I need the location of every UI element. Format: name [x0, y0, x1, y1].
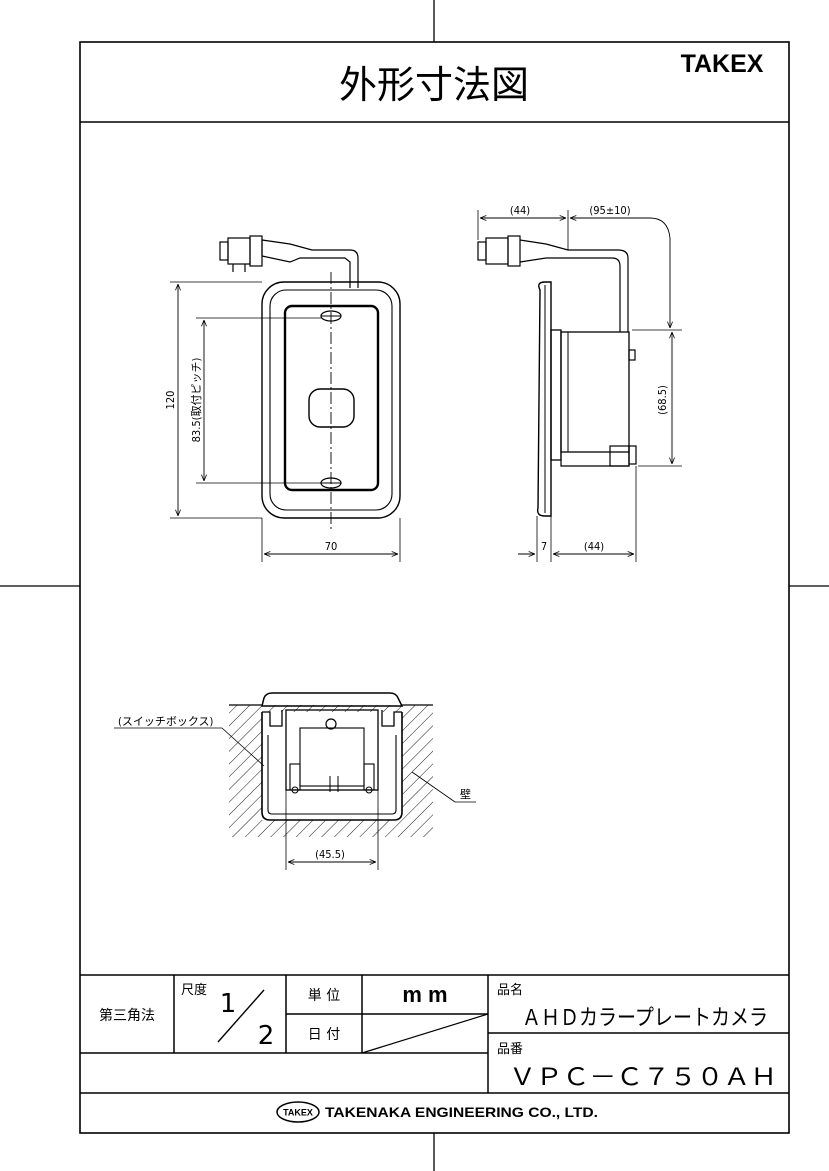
- dim-depth-side: (44): [584, 540, 604, 553]
- dim-mounting-pitch: 83.5(取付ピッチ): [190, 357, 203, 442]
- label-wall: 壁: [460, 787, 471, 801]
- install-view: (スイッチボックス) 壁 (45.5): [114, 692, 476, 870]
- dim-box-width: (45.5): [315, 848, 345, 861]
- title-block: [80, 974, 789, 1094]
- side-view: (44) (95±10) (68.5) 7 (44): [477, 204, 682, 562]
- dim-height-side: (68.5): [656, 385, 669, 415]
- company-logo: TAKEX: [283, 1108, 313, 1118]
- brand-logo: TAKEX: [681, 50, 764, 78]
- label-switch-box: (スイッチボックス): [118, 715, 214, 728]
- unit-label: 単 位: [308, 988, 340, 1004]
- product-number-label: 品番: [497, 1042, 523, 1057]
- product-name-label: 品名: [497, 982, 523, 998]
- scale-denominator: 2: [258, 1021, 275, 1051]
- product-number: ＶＰＣ－Ｃ７５０ＡＨ: [509, 1063, 777, 1091]
- scale-label: 尺度: [181, 982, 207, 998]
- front-view: 120 83.5(取付ピッチ) 70: [164, 235, 401, 562]
- page-title: 外形寸法図: [339, 63, 529, 107]
- company-footer: TAKEX TAKENAKA ENGINEERING CO., LTD.: [276, 1101, 598, 1123]
- dim-width-front: 70: [325, 540, 338, 553]
- company-name: TAKENAKA ENGINEERING CO., LTD.: [325, 1104, 598, 1120]
- dim-cable-length: (95±10): [589, 204, 630, 217]
- dim-plate-thickness: 7: [541, 540, 547, 553]
- dim-connector-length: (44): [510, 204, 530, 217]
- product-name: ＡＨＤカラープレートカメラ: [522, 1006, 768, 1031]
- dim-height-front: 120: [164, 391, 177, 410]
- sheet-frame: [79, 41, 790, 1134]
- scale-numerator: 1: [220, 989, 237, 1019]
- unit-value: m m: [402, 982, 447, 1007]
- date-label: 日 付: [308, 1027, 340, 1043]
- projection-method: 第三角法: [99, 1007, 155, 1024]
